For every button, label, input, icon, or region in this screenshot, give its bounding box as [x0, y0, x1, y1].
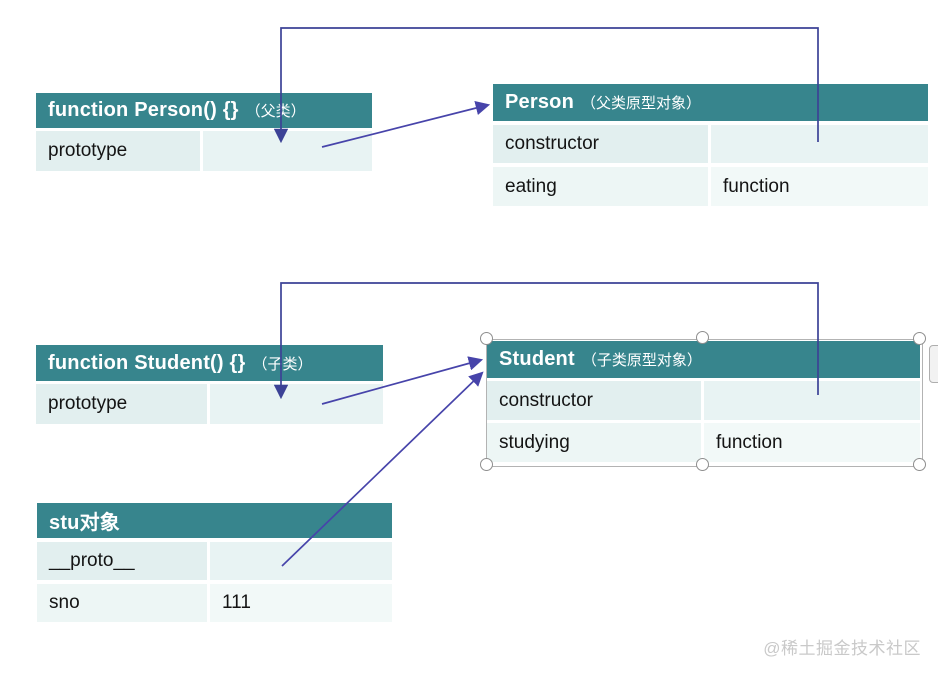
- table-row: constructor: [487, 381, 920, 420]
- watermark: @稀土掘金技术社区: [763, 639, 921, 658]
- table-student-prototype[interactable]: Student （子类原型对象） constructor studying fu…: [487, 341, 920, 462]
- table-row: studying function: [487, 423, 920, 462]
- table-title-annotation: （子类）: [252, 355, 313, 373]
- cell-proto-value: [210, 542, 392, 580]
- table-row: constructor: [493, 125, 928, 163]
- cell-prototype-key: prototype: [36, 384, 207, 424]
- cell-eating-value: function: [711, 167, 928, 206]
- table-student-function-header: function Student() {} （子类）: [36, 345, 383, 381]
- cell-constructor-key: constructor: [487, 381, 701, 420]
- table-person-function-header: function Person() {} （父类）: [36, 93, 372, 128]
- table-title: Person: [505, 91, 575, 113]
- cell-studying-value: function: [704, 423, 920, 462]
- cell-constructor-value: [711, 125, 928, 163]
- cell-prototype-value: [203, 131, 372, 171]
- cell-proto-key: __proto__: [37, 542, 207, 580]
- cell-sno-key: sno: [37, 584, 207, 622]
- table-row: sno 111: [37, 584, 392, 622]
- cell-eating-key: eating: [493, 167, 708, 206]
- selection-handle-top-right[interactable]: [913, 332, 926, 345]
- selection-handle-bottom-center[interactable]: [696, 458, 709, 471]
- table-title: stu对象: [49, 512, 120, 534]
- cell-prototype-value: [210, 384, 383, 424]
- table-row: prototype: [36, 131, 372, 171]
- table-title: function Person() {}: [48, 99, 239, 121]
- cell-studying-key: studying: [487, 423, 701, 462]
- selection-handle-top-center[interactable]: [696, 331, 709, 344]
- selection-handle-bottom-left[interactable]: [480, 458, 493, 471]
- table-student-prototype-header: Student （子类原型对象）: [487, 341, 920, 378]
- clipped-edge-fragment: [929, 345, 938, 383]
- table-title: function Student() {}: [48, 351, 246, 374]
- cell-prototype-key: prototype: [36, 131, 200, 171]
- table-person-prototype-header: Person （父类原型对象）: [493, 84, 928, 121]
- table-stu-object[interactable]: stu对象 __proto__ sno 111: [37, 503, 392, 622]
- cell-constructor-key: constructor: [493, 125, 708, 163]
- table-title-annotation: （子类原型对象）: [581, 352, 702, 369]
- table-title-annotation: （父类原型对象）: [581, 95, 702, 112]
- table-stu-object-header: stu对象: [37, 503, 392, 538]
- cell-sno-value: 111: [210, 584, 392, 622]
- table-person-prototype[interactable]: Person （父类原型对象） constructor eating funct…: [493, 84, 928, 206]
- table-person-function[interactable]: function Person() {} （父类） prototype: [36, 93, 372, 171]
- table-title-annotation: （父类）: [245, 103, 306, 120]
- table-title: Student: [499, 348, 575, 370]
- table-row: eating function: [493, 167, 928, 206]
- table-student-function[interactable]: function Student() {} （子类） prototype: [36, 345, 383, 424]
- table-row: __proto__: [37, 542, 392, 580]
- selection-handle-top-left[interactable]: [480, 332, 493, 345]
- table-row: prototype: [36, 384, 383, 424]
- cell-constructor-value: [704, 381, 920, 420]
- selection-handle-bottom-right[interactable]: [913, 458, 926, 471]
